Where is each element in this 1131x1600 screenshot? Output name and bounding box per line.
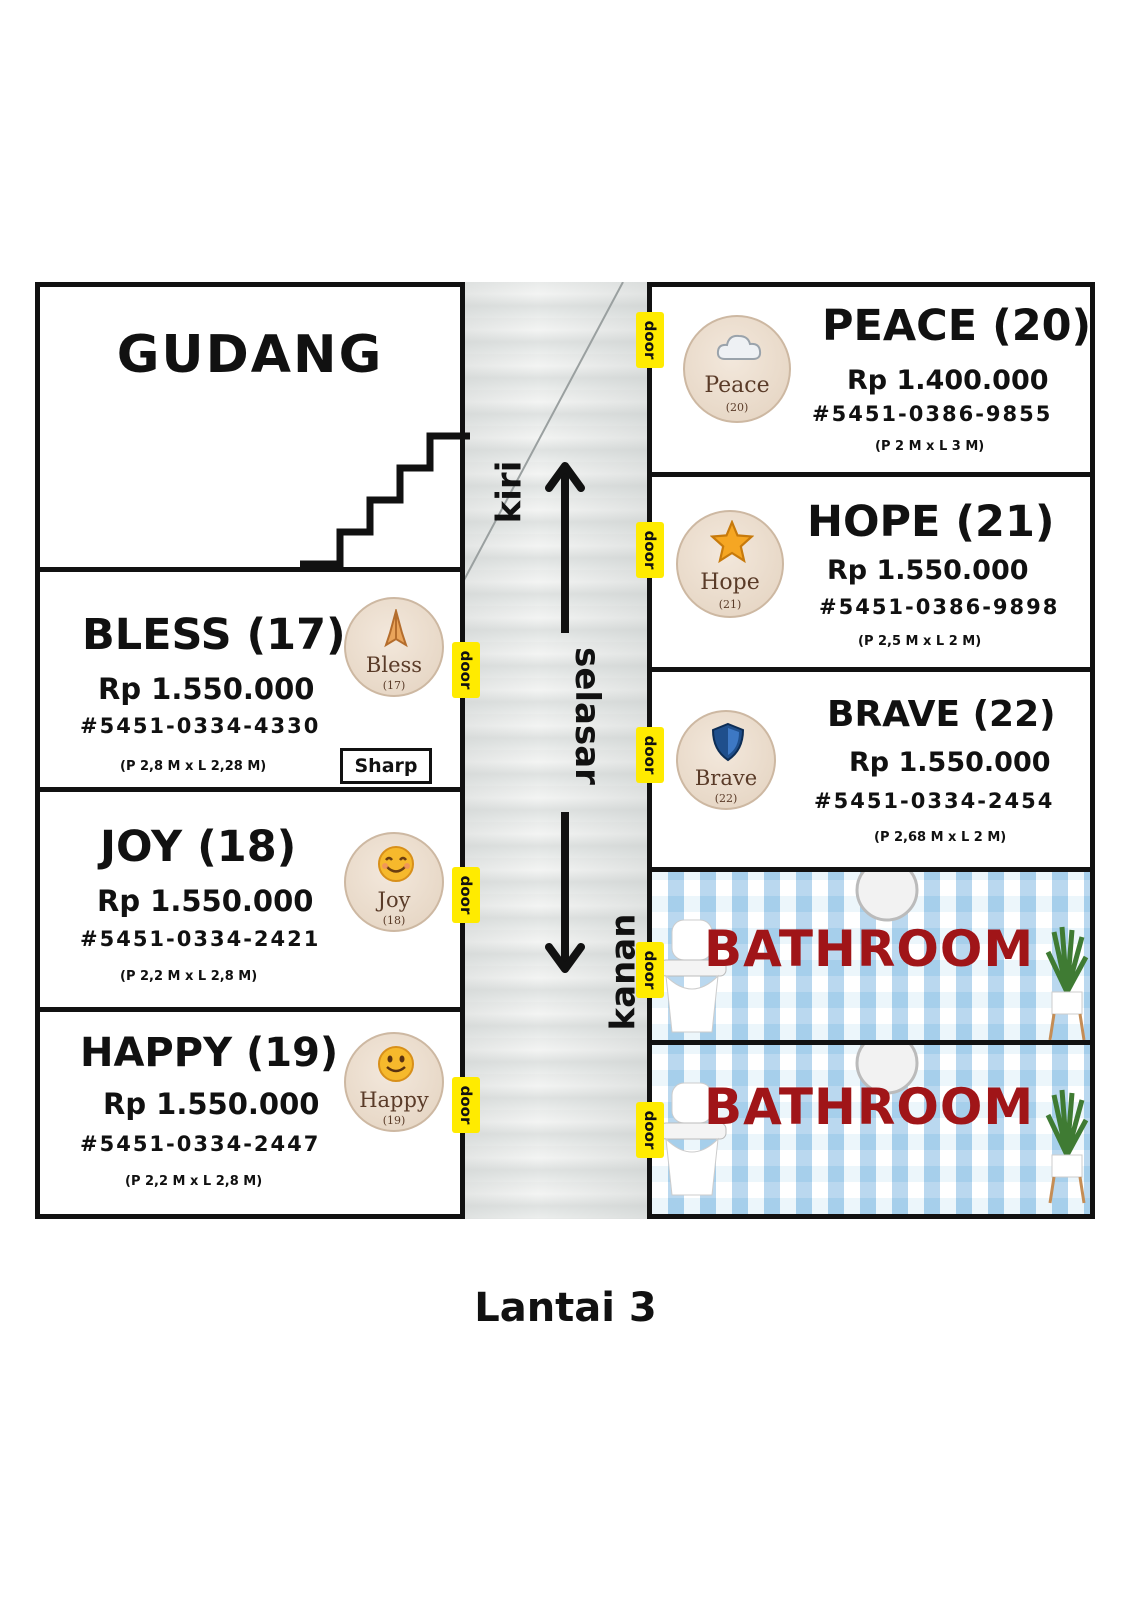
- arrow-up-icon: [545, 462, 585, 633]
- stairs-icon: [300, 432, 470, 568]
- floor-title: Lantai 3: [474, 1285, 657, 1331]
- room-title: HOPE (21): [807, 497, 1055, 547]
- door-label: door: [457, 1085, 475, 1125]
- room-price: Rp 1.400.000: [847, 365, 1049, 396]
- door-bathroom-1[interactable]: door: [636, 942, 664, 998]
- smiling-face-icon: [378, 846, 414, 882]
- room-size: (P 2,68 M x L 2 M): [874, 830, 1007, 845]
- badge-name: Happy: [359, 1088, 429, 1112]
- happy-face-icon: [378, 1046, 414, 1082]
- arrow-down-icon: [545, 812, 585, 973]
- peace-badge: Peace (20): [683, 315, 791, 423]
- room-title: HAPPY (19): [80, 1030, 339, 1076]
- room-account: #5451-0334-2421: [80, 927, 321, 951]
- plant-icon: [1045, 926, 1089, 1040]
- room-title: BRAVE (22): [827, 694, 1056, 735]
- room-account: #5451-0334-4330: [80, 714, 321, 738]
- corridor-label: selasar: [566, 647, 607, 785]
- door-label: door: [641, 735, 659, 775]
- door-hope[interactable]: door: [636, 522, 664, 578]
- door-label: door: [641, 1110, 659, 1150]
- room-size: (P 2,2 M x L 2,8 M): [125, 1174, 263, 1189]
- praying-hands-icon: [384, 609, 408, 648]
- badge-name: Peace: [704, 373, 770, 398]
- bathroom-2[interactable]: BATHROOM: [647, 1040, 1095, 1219]
- door-label: door: [641, 530, 659, 570]
- storage-room: GUDANG: [35, 282, 465, 437]
- mirror-icon: [855, 872, 919, 922]
- badge-number: (19): [382, 1114, 406, 1127]
- corridor-diagonal-line: [463, 282, 624, 583]
- badge-number: (18): [382, 914, 406, 927]
- door-label: door: [641, 320, 659, 360]
- bathroom-label: BATHROOM: [704, 920, 1035, 978]
- room-size: (P 2 M x L 3 M): [875, 439, 985, 454]
- stair-area: [35, 432, 470, 572]
- toilet-icon: [659, 919, 727, 1033]
- joy-badge: Joy (18): [344, 832, 444, 932]
- room-price: Rp 1.550.000: [97, 884, 314, 918]
- sharp-tag: Sharp: [340, 748, 432, 784]
- room-title: BLESS (17): [82, 610, 346, 660]
- room-size: (P 2,2 M x L 2,8 M): [120, 969, 258, 984]
- door-label: door: [641, 950, 659, 990]
- door-joy[interactable]: door: [452, 867, 480, 923]
- bathroom-1[interactable]: BATHROOM: [647, 867, 1095, 1045]
- door-label: door: [457, 875, 475, 915]
- hope-badge: Hope (21): [676, 510, 784, 618]
- star-icon: [710, 520, 754, 564]
- badge-name: Brave: [694, 766, 758, 790]
- room-size: (P 2,5 M x L 2 M): [858, 634, 982, 649]
- room-account: #5451-0334-2447: [80, 1132, 321, 1156]
- mirror-icon: [855, 1045, 919, 1095]
- door-bathroom-2[interactable]: door: [636, 1102, 664, 1158]
- door-happy[interactable]: door: [452, 1077, 480, 1133]
- plant-icon: [1045, 1089, 1089, 1204]
- badge-name: Bless: [365, 653, 423, 677]
- shield-icon: [711, 722, 745, 762]
- brave-badge: Brave (22): [676, 710, 776, 810]
- kanan-label: kanan: [603, 913, 644, 1031]
- room-account: #5451-0334-2454: [814, 789, 1055, 813]
- door-bless[interactable]: door: [452, 642, 480, 698]
- room-account: #5451-0386-9898: [819, 595, 1060, 619]
- door-peace[interactable]: door: [636, 312, 664, 368]
- happy-badge: Happy (19): [344, 1032, 444, 1132]
- door-brave[interactable]: door: [636, 727, 664, 783]
- room-account: #5451-0386-9855: [812, 402, 1053, 426]
- kiri-label: kiri: [489, 460, 530, 524]
- badge-number: (21): [718, 598, 742, 611]
- room-title: PEACE (20): [822, 301, 1092, 351]
- room-price: Rp 1.550.000: [103, 1087, 320, 1121]
- badge-name: Joy: [377, 888, 411, 912]
- badge-number: (20): [725, 401, 749, 414]
- cloud-icon: [716, 334, 762, 360]
- room-size: (P 2,8 M x L 2,28 M): [120, 759, 267, 774]
- toilet-icon: [659, 1082, 727, 1196]
- room-price: Rp 1.550.000: [827, 555, 1029, 586]
- badge-number: (17): [382, 679, 406, 692]
- corridor-floor: [463, 282, 650, 1219]
- room-price: Rp 1.550.000: [849, 747, 1051, 778]
- storage-label: GUDANG: [116, 325, 384, 385]
- badge-number: (22): [714, 792, 738, 805]
- door-label: door: [457, 650, 475, 690]
- bathroom-label: BATHROOM: [704, 1078, 1035, 1136]
- room-price: Rp 1.550.000: [98, 672, 315, 706]
- badge-name: Hope: [700, 570, 760, 595]
- bless-badge: Bless (17): [344, 597, 444, 697]
- room-title: JOY (18): [100, 822, 297, 872]
